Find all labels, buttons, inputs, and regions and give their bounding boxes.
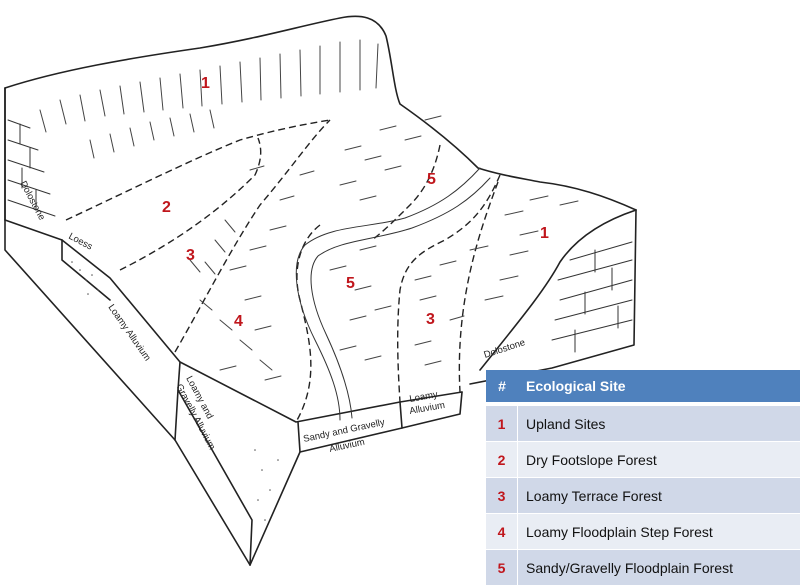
legend-row-num: 3: [486, 477, 518, 513]
gravel-stipple: [71, 261, 279, 521]
legend-row-num: 4: [486, 513, 518, 549]
zone-label-1-upland-left: 1: [201, 75, 210, 92]
sandy-channel: [295, 167, 491, 421]
legend-row: 5 Sandy/Gravelly Floodplain Forest: [486, 549, 800, 585]
zone-label-1-upland-right: 1: [540, 225, 549, 242]
geology-label-dolostone-right: Dolostone: [483, 337, 527, 361]
geology-label-loamy-alluvium-front-line1: Loamy: [409, 389, 439, 405]
zone-label-2-dry-footslope: 2: [162, 199, 171, 216]
zone-label-5-sandy-center: 5: [346, 275, 355, 292]
legend-row: 3 Loamy Terrace Forest: [486, 477, 800, 513]
legend-row-num: 5: [486, 549, 518, 585]
legend-header-row: # Ecological Site: [486, 370, 800, 405]
legend-row-site: Dry Footslope Forest: [518, 441, 800, 477]
legend-row-site: Upland Sites: [518, 405, 800, 441]
legend-row-site: Sandy/Gravelly Floodplain Forest: [518, 549, 800, 585]
geology-label-loess: Loess: [67, 231, 95, 253]
zone-boundaries: [65, 119, 501, 423]
legend-row: 2 Dry Footslope Forest: [486, 441, 800, 477]
block-outline: [4, 15, 637, 566]
legend-header-num: #: [486, 370, 518, 405]
zone-label-3-terrace-right: 3: [426, 311, 435, 328]
zone-label-5-sandy-top: 5: [427, 171, 436, 188]
legend-row-site: Loamy Terrace Forest: [518, 477, 800, 513]
geology-label-sandy-gravelly-line2: Alluvium: [328, 437, 365, 455]
geology-label-loamy-alluvium: Loamy Alluvium: [106, 302, 153, 363]
legend-header-site: Ecological Site: [518, 370, 800, 405]
legend-row-num: 2: [486, 441, 518, 477]
dolostone-brick-right: [479, 209, 637, 371]
legend-row: 1 Upland Sites: [486, 405, 800, 441]
geology-label-dolostone-left: Dolostone: [17, 179, 47, 222]
dolostone-brick-left: [7, 119, 56, 217]
zone-label-4-floodplain-step: 4: [234, 313, 243, 330]
legend-row: 4 Loamy Floodplain Step Forest: [486, 513, 800, 549]
slope-hatching: [39, 39, 579, 381]
ecological-site-legend: # Ecological Site 1 Upland Sites 2 Dry F…: [486, 370, 800, 585]
legend-row-num: 1: [486, 405, 518, 441]
legend-row-site: Loamy Floodplain Step Forest: [518, 513, 800, 549]
zone-label-3-terrace-left: 3: [186, 247, 195, 264]
